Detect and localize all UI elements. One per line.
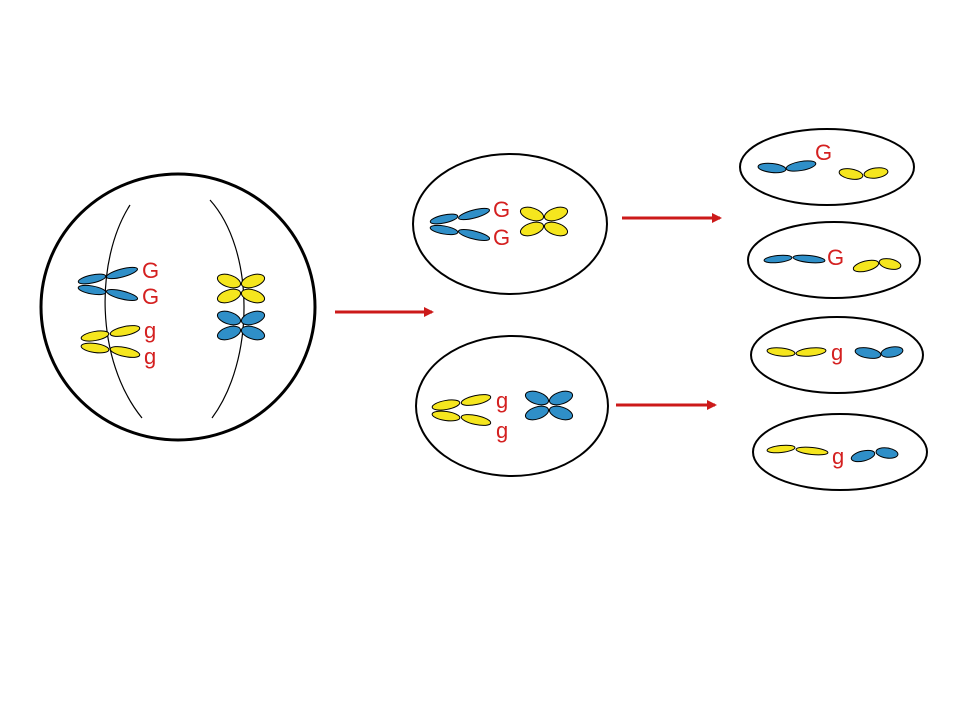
chromatid	[240, 288, 266, 304]
chromatid	[548, 405, 574, 421]
gamete-4: g	[752, 413, 928, 491]
allele-label: G	[827, 245, 844, 270]
chromatid	[429, 213, 459, 225]
chromatid	[460, 414, 492, 426]
chromatid	[792, 254, 826, 264]
chromatid	[519, 221, 545, 237]
chromatid	[543, 206, 569, 222]
chromatid	[795, 446, 829, 456]
chromatid	[240, 325, 266, 341]
chromatid	[852, 259, 880, 273]
chromatid	[458, 207, 490, 221]
allele-label: G	[142, 258, 159, 283]
allele-label: g	[832, 444, 844, 469]
allele-label: g	[144, 344, 156, 369]
chromatid	[431, 399, 461, 411]
chromatid	[524, 405, 550, 421]
chromatid	[109, 325, 141, 337]
chromosome-x-blue	[216, 310, 266, 341]
chromatid	[524, 390, 550, 406]
chromatid	[216, 310, 242, 326]
daughter-cell-2: g g	[415, 335, 609, 477]
chromatid	[80, 330, 110, 342]
gamete-1: G	[739, 128, 915, 206]
chromatid	[854, 347, 882, 359]
gamete-membrane	[739, 128, 915, 206]
chromatid	[875, 447, 899, 459]
chromatid	[863, 167, 889, 179]
chromatid	[105, 289, 139, 301]
gamete-membrane	[747, 221, 921, 299]
chromatid	[240, 310, 266, 326]
chromatid	[80, 342, 110, 354]
chromosome-pair-blue	[429, 207, 491, 241]
daughter-cell-membrane	[415, 335, 609, 477]
chromatid	[106, 266, 138, 280]
chromosome-pair-yellow	[80, 325, 141, 358]
chromosome-x-yellow	[216, 273, 266, 304]
chromatid	[216, 288, 242, 304]
gamete-2: G	[747, 221, 921, 299]
chromatid	[77, 284, 107, 296]
chromatid	[240, 273, 266, 289]
spindle-left	[104, 204, 143, 419]
parent-cell-membrane	[39, 172, 317, 442]
gamete-3: g	[750, 316, 924, 394]
chromatid	[766, 347, 796, 357]
chromosome-x-blue	[524, 390, 574, 421]
allele-label: g	[496, 418, 508, 443]
chromatid	[109, 346, 141, 358]
chromosome-pair-yellow	[431, 394, 492, 426]
chromatid	[763, 254, 793, 264]
allele-label: G	[493, 225, 510, 250]
daughter-cell-1: G G	[412, 153, 608, 295]
chromatid	[543, 221, 569, 237]
allele-label: G	[815, 140, 832, 165]
chromatid	[785, 160, 817, 172]
chromatid	[757, 162, 787, 174]
chromatid	[429, 224, 459, 236]
chromatid	[519, 206, 545, 222]
chromatid	[77, 273, 107, 285]
chromatid	[457, 229, 491, 241]
chromatid	[766, 444, 796, 454]
chromatid	[216, 273, 242, 289]
gamete-membrane	[752, 413, 928, 491]
chromatid	[795, 347, 827, 357]
allele-label: G	[142, 284, 159, 309]
allele-label: g	[831, 340, 843, 365]
spindle-right	[209, 199, 245, 419]
parent-cell: G G g g	[39, 172, 317, 442]
daughter-cell-membrane	[412, 153, 608, 295]
chromatid	[878, 258, 902, 270]
chromatid	[548, 390, 574, 406]
chromatid	[838, 168, 864, 180]
chromatid	[431, 410, 461, 422]
chromosome-pair-blue	[77, 266, 139, 301]
allele-label: g	[144, 318, 156, 343]
chromosome-x-yellow	[519, 206, 569, 237]
chromatid	[880, 346, 904, 358]
gamete-membrane	[750, 316, 924, 394]
allele-label: g	[496, 388, 508, 413]
chromatid	[216, 325, 242, 341]
allele-label: G	[493, 197, 510, 222]
chromatid	[460, 394, 492, 406]
chromatid	[850, 449, 876, 463]
